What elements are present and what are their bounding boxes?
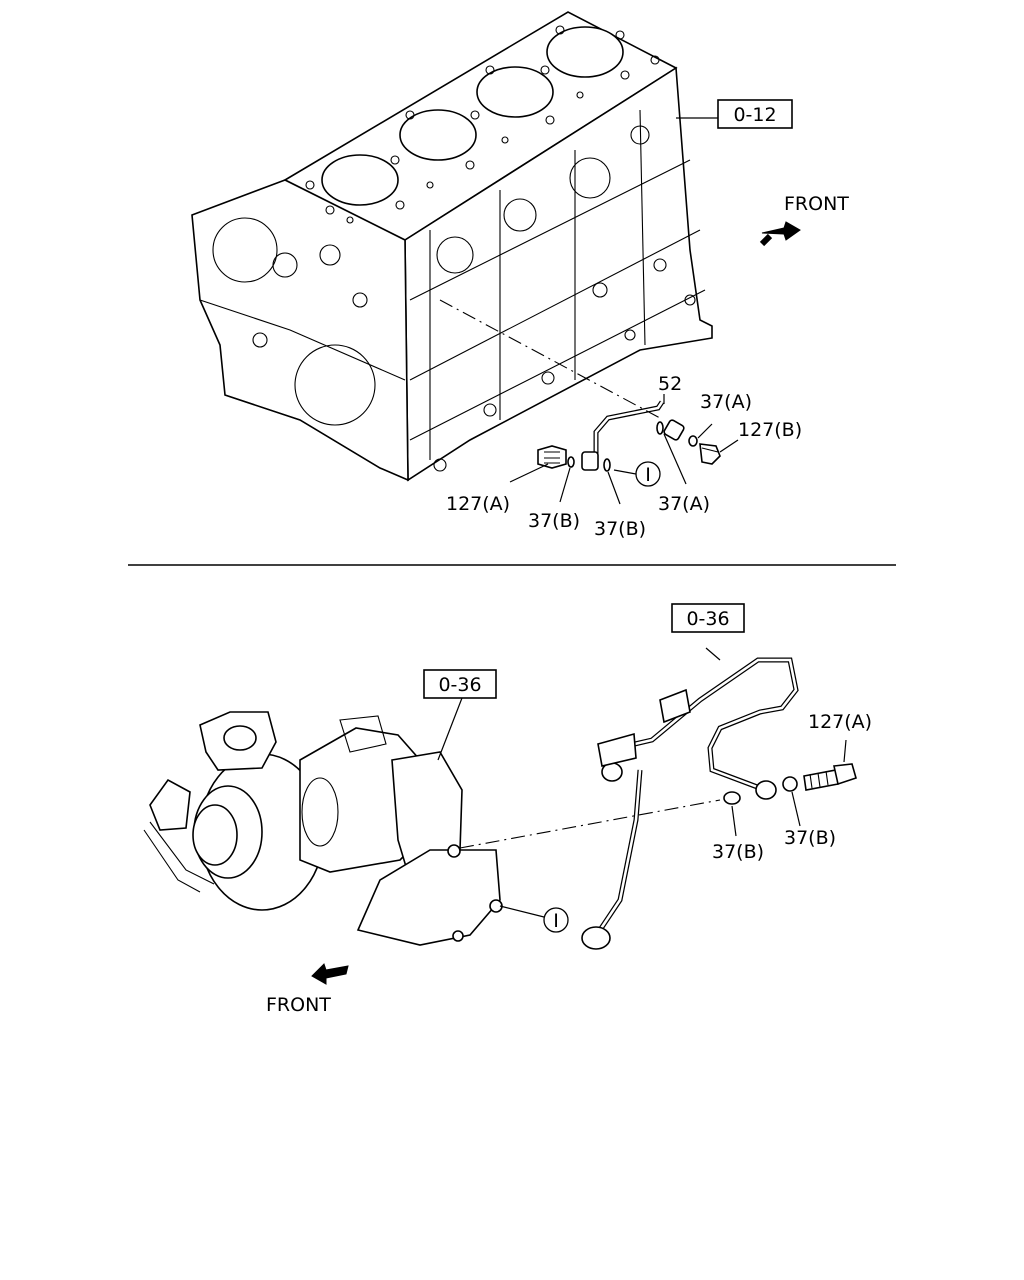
centerline-top [439, 299, 661, 419]
oil-pipe-assembly [581, 657, 799, 950]
callout-37b-mid-top: 37(B) [594, 518, 646, 540]
ref-box-0-36-right: 0-36 [671, 603, 745, 633]
ref-box-0-36-left: 0-36 [423, 669, 497, 699]
ref-label-0-12: 0-12 [733, 104, 776, 126]
circle-label-top: I [645, 464, 651, 486]
callout-52: 52 [658, 373, 682, 395]
circle-marker-top [635, 461, 661, 487]
callout-37a-lower: 37(A) [658, 493, 710, 515]
top-leaders [509, 394, 739, 505]
washer-37b-mid [603, 458, 611, 472]
bolt-127b-top [699, 443, 721, 465]
washer-37a-upper [688, 435, 698, 447]
washer-37b-bottom-left [723, 791, 741, 805]
washer-37a-lower [656, 421, 664, 435]
callout-127a-bottom: 127(A) [808, 711, 872, 733]
callout-127a-top: 127(A) [446, 493, 510, 515]
circle-label-bottom: I [553, 910, 559, 932]
bolt-127a-bottom [803, 763, 857, 791]
leader-0-36-right [705, 647, 721, 661]
washer-37b-left [567, 456, 575, 468]
ref-label-0-36-right: 0-36 [686, 608, 729, 630]
bottom-leaders [499, 739, 847, 919]
front-label-top: FRONT [784, 193, 849, 215]
ref-box-0-12: 0-12 [717, 99, 793, 129]
callout-37b-bottom-left: 37(B) [712, 841, 764, 863]
oil-pipe-52 [581, 400, 685, 471]
callout-37b-left-top: 37(B) [528, 510, 580, 532]
engine-block [191, 11, 718, 482]
callout-37a-upper: 37(A) [700, 391, 752, 413]
front-label-bottom: FRONT [266, 994, 331, 1016]
bolt-127a-top [537, 445, 567, 469]
washer-37b-bottom-right [782, 776, 798, 792]
centerline-bottom [459, 799, 721, 849]
turbocharger [143, 711, 503, 946]
circle-marker-bottom [543, 907, 569, 933]
front-arrow-top: FRONT [759, 193, 849, 247]
front-arrow-bottom: FRONT [266, 963, 349, 1016]
callout-127b: 127(B) [738, 419, 802, 441]
ref-label-0-36-left: 0-36 [438, 674, 481, 696]
leader-0-36-left [437, 697, 463, 761]
callout-37b-bottom-right: 37(B) [784, 827, 836, 849]
